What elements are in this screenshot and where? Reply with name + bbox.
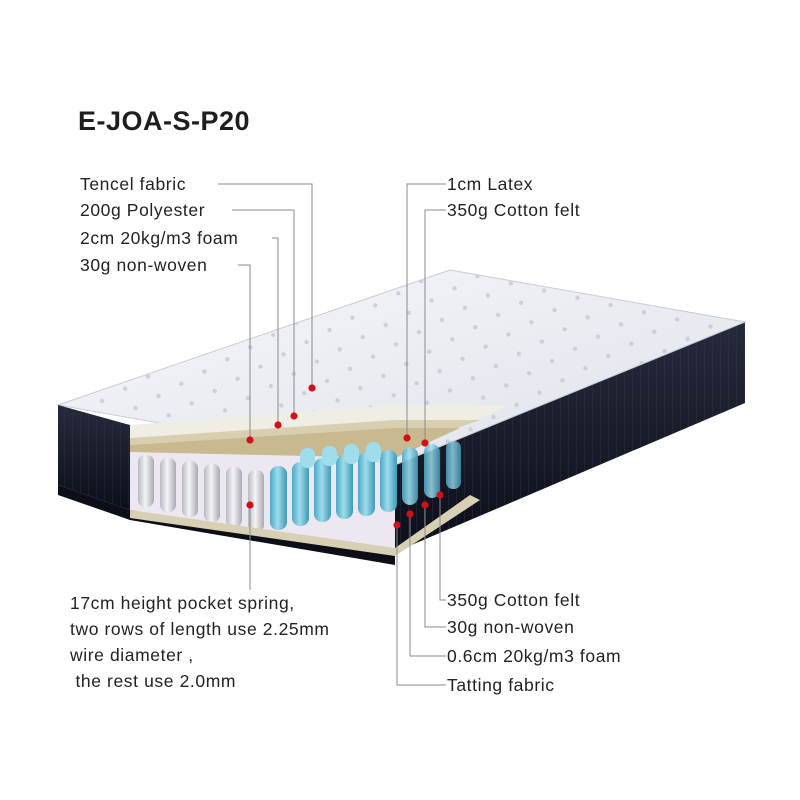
layer-markers [246, 384, 444, 529]
label-bottom-foam: 0.6cm 20kg/m3 foam [447, 646, 622, 666]
pocket-springs-white [138, 455, 264, 532]
spring-line-2: two rows of length use 2.25mm [70, 619, 330, 639]
label-tencel-fabric: Tencel fabric [80, 174, 187, 194]
label-top-foam: 2cm 20kg/m3 foam [80, 228, 239, 248]
label-polyester: 200g Polyester [80, 200, 206, 220]
label-top-cotton-felt: 350g Cotton felt [447, 200, 581, 220]
label-tatting-fabric: Tatting fabric [447, 675, 555, 695]
spring-line-3: wire diameter , [70, 645, 194, 665]
leader-lines [218, 183, 446, 686]
label-top-non-woven: 30g non-woven [80, 255, 208, 275]
label-latex: 1cm Latex [447, 174, 534, 194]
label-bottom-non-woven: 30g non-woven [447, 617, 575, 637]
pocket-springs-blue [270, 441, 461, 530]
label-bottom-cotton-felt: 350g Cotton felt [447, 590, 581, 610]
spring-description: 17cm height pocket spring, two rows of l… [70, 590, 330, 694]
layer-bottom [130, 495, 480, 556]
spring-line-1: 17cm height pocket spring, [70, 593, 295, 613]
product-title: E-JOA-S-P20 [78, 106, 251, 136]
spring-line-4: the rest use 2.0mm [70, 671, 237, 691]
